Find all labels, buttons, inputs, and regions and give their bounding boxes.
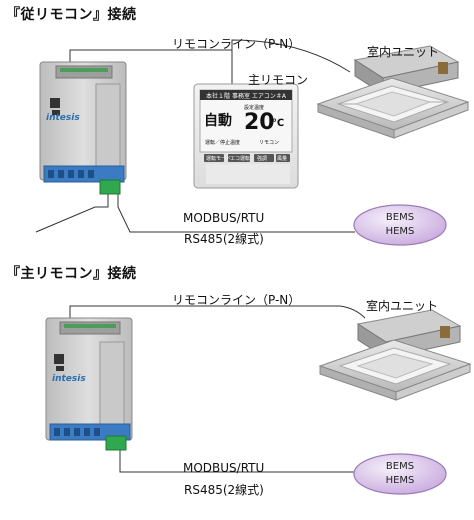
section1-modbus-label: MODBUS/RTU [183, 211, 265, 225]
section1-gateway-brand: intesis [46, 113, 80, 123]
section2-bems-ellipse [353, 453, 447, 495]
section1-title: 『従リモコン』接続 [6, 7, 137, 23]
modbus-line-to-bems [117, 192, 355, 233]
remote-button-fan: 風量 [277, 156, 288, 162]
section1-bems-label: BEMS [385, 212, 415, 223]
section2-bems-label: BEMS [385, 461, 415, 472]
section2-title: 『主リモコン』接続 [6, 266, 137, 282]
section1-indoor-unit-label: 室内ユニット [367, 45, 440, 59]
remote-button-mode: 運転モード [206, 156, 232, 162]
remote-line2-to-indoor [339, 305, 366, 319]
remote-line2-left [69, 305, 340, 322]
section1-hems-label: HEMS [385, 226, 415, 237]
modbus-line2-to-bems [119, 447, 355, 473]
section1-indoor-unit [316, 45, 470, 139]
remote-unit: ℃ [272, 118, 285, 129]
section1-main-remote [193, 83, 299, 189]
section1-gateway [39, 61, 127, 195]
section2-hems-label: HEMS [385, 475, 415, 486]
section1-remote-line-label: リモコンライン（P-N） [172, 37, 301, 51]
remote-header: 本社１階 事務室 エアコン＃A [206, 93, 286, 100]
remote-button-emphasis: 強調 [257, 156, 268, 162]
remote-line-to-controller [69, 49, 233, 84]
section1-bems-ellipse [353, 204, 447, 246]
section2-gateway [45, 317, 133, 451]
remote-line-to-indoor [231, 39, 351, 73]
section2-gateway-brand: intesis [52, 374, 86, 384]
remote-button-temp: 温度 [230, 140, 241, 146]
remote-button-run-stop: 運転／停止 [205, 140, 231, 146]
section1-rs485-label: RS485(2線式) [184, 232, 264, 246]
section2-indoor-unit [318, 309, 472, 401]
remote-button-remote: リモコン [259, 140, 280, 146]
section2-wiring [69, 305, 366, 473]
section2-remote-line-label: リモコンライン（P-N） [172, 293, 301, 307]
section1-wiring [35, 39, 355, 233]
section2-modbus-label: MODBUS/RTU [183, 461, 265, 475]
section2-rs485-label: RS485(2線式) [184, 483, 264, 497]
remote-mode: 自動 [204, 113, 232, 129]
remote-temperature: 20 [244, 110, 275, 135]
section1-main-remote-label: 主リモコン [248, 73, 309, 87]
modbus-wire-left [35, 192, 109, 233]
remote-set-temp-label: 設定温度 [244, 105, 265, 111]
section2-indoor-unit-label: 室内ユニット [366, 299, 439, 313]
remote-button-eco: エコ運転 [230, 156, 251, 162]
